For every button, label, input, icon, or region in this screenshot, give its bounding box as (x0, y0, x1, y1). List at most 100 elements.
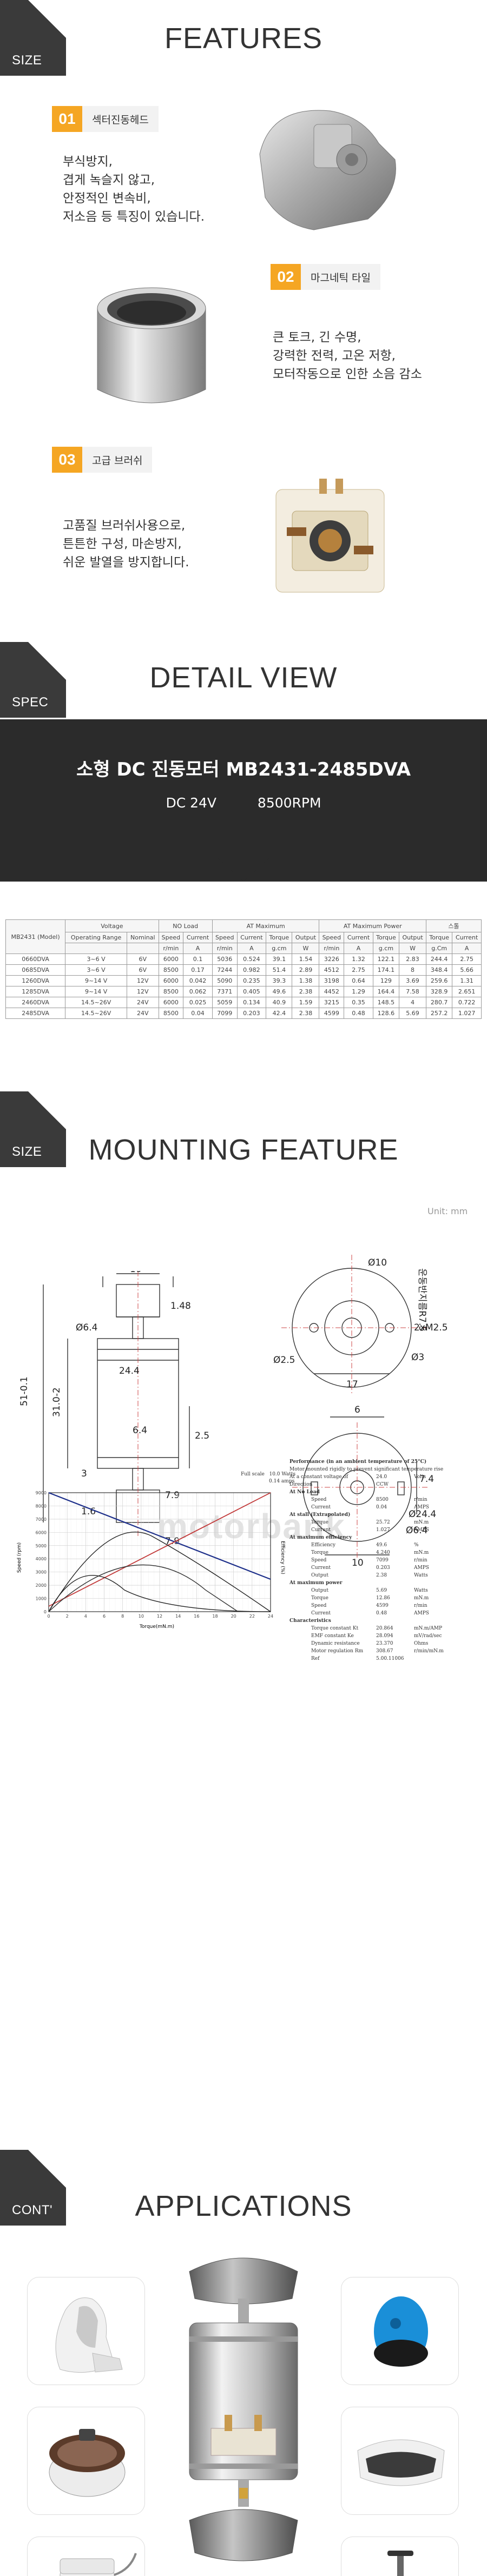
motor-product-image (189, 2257, 298, 2561)
table-cell: 5036 (212, 953, 238, 965)
perf-cell: mN.m (414, 1550, 429, 1555)
feature-label: 고급 브러쉬 (82, 447, 153, 473)
app-speaker (341, 2277, 459, 2385)
table-cell: 2485DVA (5, 1008, 66, 1019)
feature-badge-2: 02 마그네틱 타일 (271, 264, 380, 290)
dim-label: 51-0.1 (19, 1376, 30, 1406)
app-massage-chair (27, 2277, 145, 2385)
perf-cell: 8500 (376, 1497, 389, 1502)
table-cell: 348.4 (426, 964, 453, 976)
table-cell: 5.66 (452, 964, 482, 976)
table-unit: r/min (212, 943, 238, 954)
table-cell: 0.405 (236, 986, 267, 997)
filter-image (60, 2553, 137, 2576)
table-cell: 1285DVA (5, 986, 66, 997)
feature-badge-1: 01 섹터진동헤드 (52, 106, 159, 132)
chart-legend: Full scale 10.0 Watts 0.14 amps (241, 1471, 295, 1485)
perf-cell: mN.m/AMP (414, 1626, 443, 1631)
table-subheader: Operating Range (65, 932, 128, 943)
perf-cell: Output (311, 1588, 328, 1593)
table-subheader: Speed (212, 932, 238, 943)
perf-cell: Watts (414, 1588, 428, 1593)
table-cell: 40.9 (266, 997, 293, 1008)
table-unit: r/min (158, 943, 184, 954)
sector-head-image (259, 110, 396, 230)
perf-cell: 1.027 (376, 1527, 390, 1533)
dim-label: 31.0-2 (51, 1387, 62, 1417)
feature-label: 섹터진동헤드 (82, 106, 159, 132)
table-cell: 5090 (212, 975, 238, 986)
feature-desc-3: 고품질 브러쉬사용으로, 튼튼한 구성, 마손방지, 쉬운 발열을 방지합니다. (63, 516, 189, 572)
perf-cell: mV/rad/sec (414, 1633, 442, 1639)
table-cell: 0.1 (183, 953, 213, 965)
model-banner-title: 소형 DC 진동모터 MB2431-2485DVA (76, 759, 411, 780)
feature-line: 겹게 녹슬지 않고, (63, 173, 155, 187)
section-tag-label: SIZE (12, 1144, 42, 1159)
x-axis-label: Torque(mN.m) (139, 1624, 174, 1630)
table-cell: 5.69 (399, 1008, 427, 1019)
perf-cell: Dynamic resistance (311, 1641, 360, 1646)
table-cell: 6V (127, 964, 159, 976)
watermark: motorbank (157, 1507, 346, 1546)
perf-cell: 2.38 (376, 1573, 387, 1578)
feature-label: 마그네틱 타일 (301, 264, 380, 290)
feature-desc-2: 큰 토크, 긴 수명, 강력한 전력, 고온 저항, 모터작동으로 인한 소음 … (273, 328, 422, 383)
table-cell: 51.4 (266, 964, 293, 976)
dim-label: 6 (354, 1405, 360, 1415)
perf-cell: At maximum efficiency (289, 1535, 352, 1540)
y-tick-label: 9000 (36, 1491, 47, 1495)
perf-cell: AMPS (414, 1505, 429, 1510)
feature-line: 고품질 브러쉬사용으로, (63, 519, 186, 533)
dim-label: Ø3 (411, 1352, 424, 1363)
y-tick-label: 5000 (36, 1544, 47, 1548)
perf-cell: Current (311, 1611, 331, 1616)
table-unit: A (452, 943, 482, 954)
table-unit: r/min (319, 943, 345, 954)
table-unit: W (399, 943, 427, 954)
legend-text: 0.14 (269, 1479, 280, 1484)
perf-cell: At No Load (289, 1489, 320, 1495)
table-cell: 24V (127, 1008, 159, 1019)
table-cell: 8500 (158, 1008, 184, 1019)
x-tick-label: 4 (84, 1614, 87, 1619)
table-cell: 0.48 (344, 1008, 373, 1019)
section-tag-label: SIZE (12, 53, 42, 68)
app-balance-scooter (341, 2537, 459, 2576)
x-tick-label: 22 (249, 1614, 255, 1619)
table-cell: 3198 (319, 975, 345, 986)
y-tick-label: 6000 (36, 1530, 47, 1535)
table-unit: W (292, 943, 320, 954)
table-unit: g.cm (372, 943, 400, 954)
table-cell: 8 (399, 964, 427, 976)
perf-cell: Torque (311, 1595, 328, 1601)
y-tick-label: 8000 (36, 1504, 47, 1508)
table-unit: g.Cm (426, 943, 453, 954)
dim-label: 2.5 (195, 1431, 209, 1441)
section-title-applications: APPLICATIONS (135, 2190, 352, 2222)
table-cell: 174.1 (372, 964, 400, 976)
perf-cell: r/min/mN.m (414, 1648, 444, 1654)
perf-cell (376, 1579, 414, 1587)
y-tick-label: 4000 (36, 1557, 47, 1561)
table-cell: 6000 (158, 975, 184, 986)
y-tick-label: 7000 (36, 1517, 47, 1522)
table-unit: A (344, 943, 373, 954)
table-cell: 280.7 (426, 997, 453, 1008)
table-cell: 259.6 (426, 975, 453, 986)
table-cell: 0.64 (344, 975, 373, 986)
table-cell: 0.04 (183, 1008, 213, 1019)
legend-text: amps (281, 1479, 295, 1484)
massage-chair-image (55, 2297, 123, 2373)
perf-cell (414, 1579, 452, 1587)
feature-number: 02 (271, 264, 301, 290)
table-cell: 0.524 (236, 953, 267, 965)
perf-cell: AMPS (414, 1565, 429, 1571)
table-cell: 164.4 (372, 986, 400, 997)
banner-notch (211, 852, 276, 882)
spec-table: MB2431 (Model) Voltage NO Load AT Maximu… (5, 919, 482, 1019)
dim-label: 1.48 (170, 1301, 191, 1312)
